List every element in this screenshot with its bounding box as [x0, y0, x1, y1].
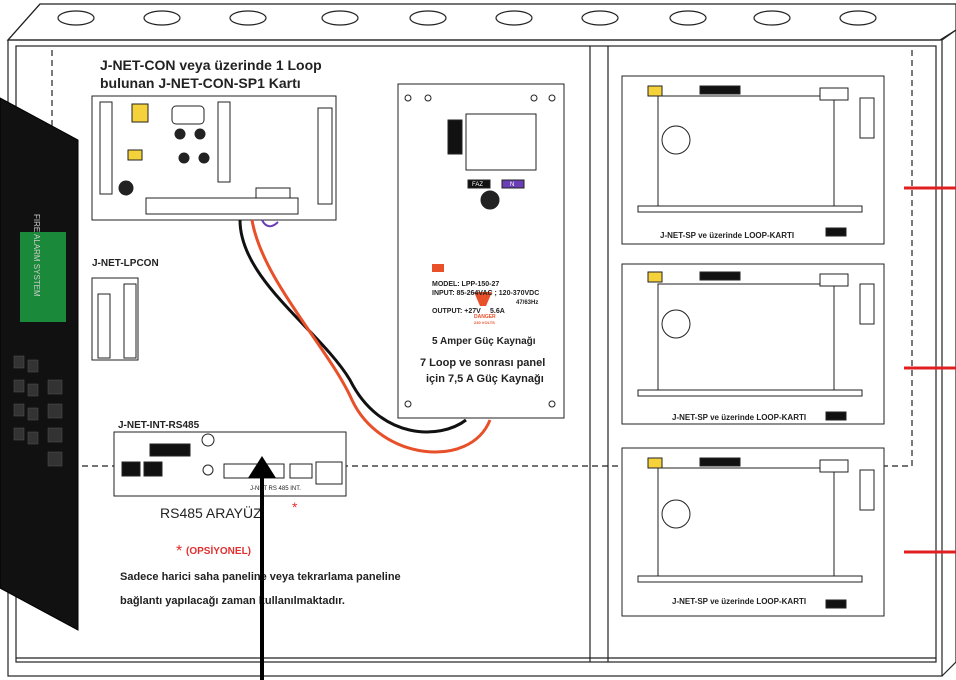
jnet-con-title-line1: J-NET-CON veya üzerinde 1 Loop	[100, 57, 322, 73]
black-wire	[238, 219, 467, 434]
jnet-con-board	[91, 95, 337, 221]
psu-current: 5.6A	[490, 308, 505, 315]
red-indicator-bars	[904, 186, 956, 554]
red-wire	[250, 219, 492, 454]
front-panel: FIRE ALARM SYSTEM	[0, 97, 79, 631]
rs485-caption: RS485 ARAYÜZ	[160, 504, 262, 521]
rs485-caption-mark: *	[292, 499, 298, 515]
loop-card-3	[621, 447, 885, 617]
loop-card-label: J-NET-SP ve üzerinde LOOP-KARTI	[672, 413, 806, 422]
psu-caption2: 7 Loop ve sonrası panel	[420, 357, 545, 369]
loop-card-label: J-NET-SP ve üzerinde LOOP-KARTI	[660, 231, 794, 240]
arrow-up-icon	[248, 456, 276, 680]
psu-caption1: 5 Amper Güç Kaynağı	[432, 336, 536, 347]
rs485-board-text: J-NET RS 485 INT.	[250, 486, 301, 492]
lpcon-board	[91, 277, 139, 361]
lpcon-title: J-NET-LPCON	[92, 258, 159, 269]
psu-input: INPUT: 85-264VAC ; 120-370VDC	[432, 290, 539, 297]
purple-wire	[261, 219, 279, 228]
loop-card-1	[621, 75, 885, 245]
psu-danger: DANGER	[474, 314, 496, 320]
jnet-con-title-line2: bulunan J-NET-CON-SP1 Kartı	[100, 75, 301, 91]
psu-freq: 47/63Hz	[516, 300, 538, 306]
optional-label: (OPSİYONEL)	[186, 544, 251, 557]
loop-card-label: J-NET-SP ve üzerinde LOOP-KARTI	[672, 597, 806, 606]
psu-output: OUTPUT: +27V	[432, 308, 481, 315]
loop-card-2	[621, 263, 885, 425]
con-connector-yellow	[131, 103, 149, 123]
psu-terminal-n: N	[510, 182, 514, 188]
psu-terminal-faz: FAZ	[472, 182, 483, 188]
rs485-title: J-NET-INT-RS485	[118, 420, 200, 431]
psu-volts: 230 VOLTS	[474, 320, 495, 325]
psu-model: MODEL: LPP-150-27	[432, 281, 499, 288]
psu-unit	[397, 83, 565, 419]
psu-caption3: için 7,5 A Güç Kaynağı	[426, 373, 544, 385]
front-panel-brand: FIRE ALARM SYSTEM	[32, 214, 41, 297]
optional-mark: *	[176, 543, 182, 560]
optional-line2: bağlantı yapılacağı zaman kullanılmaktad…	[120, 595, 345, 607]
knockout-holes	[57, 10, 877, 26]
rs485-board	[113, 431, 347, 497]
lcd-display	[20, 232, 66, 322]
